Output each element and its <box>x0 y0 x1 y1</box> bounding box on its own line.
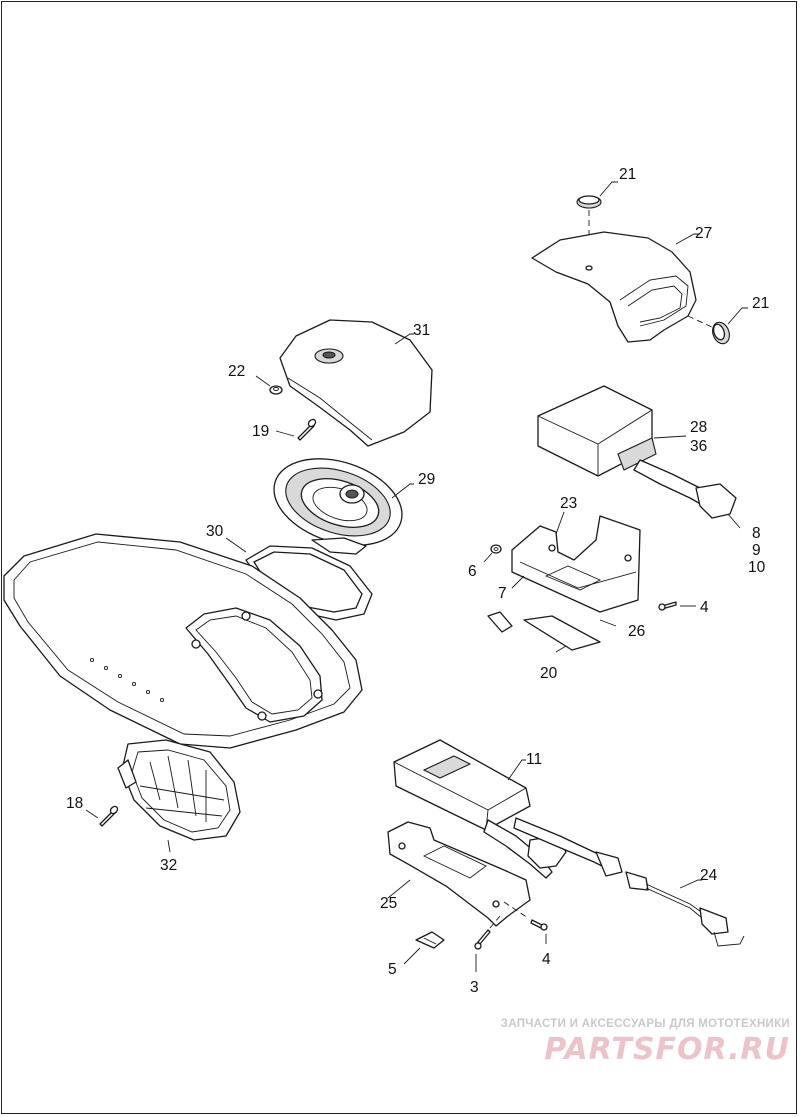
part-26-bracket <box>511 511 641 613</box>
part-20-pad <box>487 611 617 653</box>
part-32-enclosure <box>117 739 241 853</box>
part-21-fastener-top <box>576 181 618 266</box>
callout-23: 23 <box>560 495 577 512</box>
callout-19: 19 <box>252 423 269 440</box>
callout-27: 27 <box>695 225 712 242</box>
part-6-nut <box>483 544 502 563</box>
part-5-clip <box>403 931 445 965</box>
callout-6: 6 <box>468 563 477 580</box>
callout-11: 11 <box>526 751 542 768</box>
callout-32: 32 <box>160 857 177 874</box>
callout-10: 10 <box>748 559 766 576</box>
part-19-screw <box>275 418 317 441</box>
callout-26: 26 <box>628 623 645 640</box>
part-18-screw <box>85 805 119 827</box>
callout-7: 7 <box>498 585 507 602</box>
part-28-amplifier <box>537 385 741 529</box>
part-29-speaker <box>273 458 414 555</box>
callout-36: 36 <box>690 438 707 455</box>
watermark-caption: ЗАПЧАСТИ И АКСЕССУАРЫ ДЛЯ МОТОТЕХНИКИ <box>500 1018 790 1030</box>
watermark-brand: PARTSFOR.RU <box>544 1032 790 1067</box>
part-4-screw-lower <box>503 901 548 944</box>
callout-9: 9 <box>752 542 761 559</box>
callout-4-upper: 4 <box>700 599 709 616</box>
callout-8: 8 <box>752 525 761 542</box>
part-7-clip <box>511 575 525 589</box>
callout-20: 20 <box>540 665 558 682</box>
part-25-module-bracket <box>387 821 531 927</box>
callout-21-right: 21 <box>752 295 769 312</box>
part-30-gasket <box>225 537 373 621</box>
callout-3: 3 <box>470 979 479 996</box>
part-22-washer <box>255 375 283 395</box>
part-27-cover-bracket <box>531 231 715 343</box>
watermark: ЗАПЧАСТИ И АКСЕССУАРЫ ДЛЯ МОТОТЕХНИКИ PA… <box>480 1018 790 1067</box>
callout-25: 25 <box>380 895 397 912</box>
callout-24: 24 <box>700 867 718 884</box>
callout-31: 31 <box>413 322 430 339</box>
part-3-screw <box>474 915 501 972</box>
part-21-fastener-right <box>712 307 748 345</box>
part-24-cable <box>625 871 745 947</box>
callout-18: 18 <box>66 795 83 812</box>
callout-5: 5 <box>388 961 397 978</box>
saddlebag-lid <box>3 533 363 749</box>
callout-30: 30 <box>206 523 224 540</box>
callout-22: 22 <box>228 363 245 380</box>
part-11-module <box>393 739 623 879</box>
part-31-speaker-lid <box>279 319 433 447</box>
callout-28: 28 <box>690 419 707 436</box>
callout-4-lower: 4 <box>542 951 551 968</box>
callout-29: 29 <box>418 471 435 488</box>
callout-21-top: 21 <box>619 166 636 183</box>
part-4-screw-upper <box>658 601 696 611</box>
